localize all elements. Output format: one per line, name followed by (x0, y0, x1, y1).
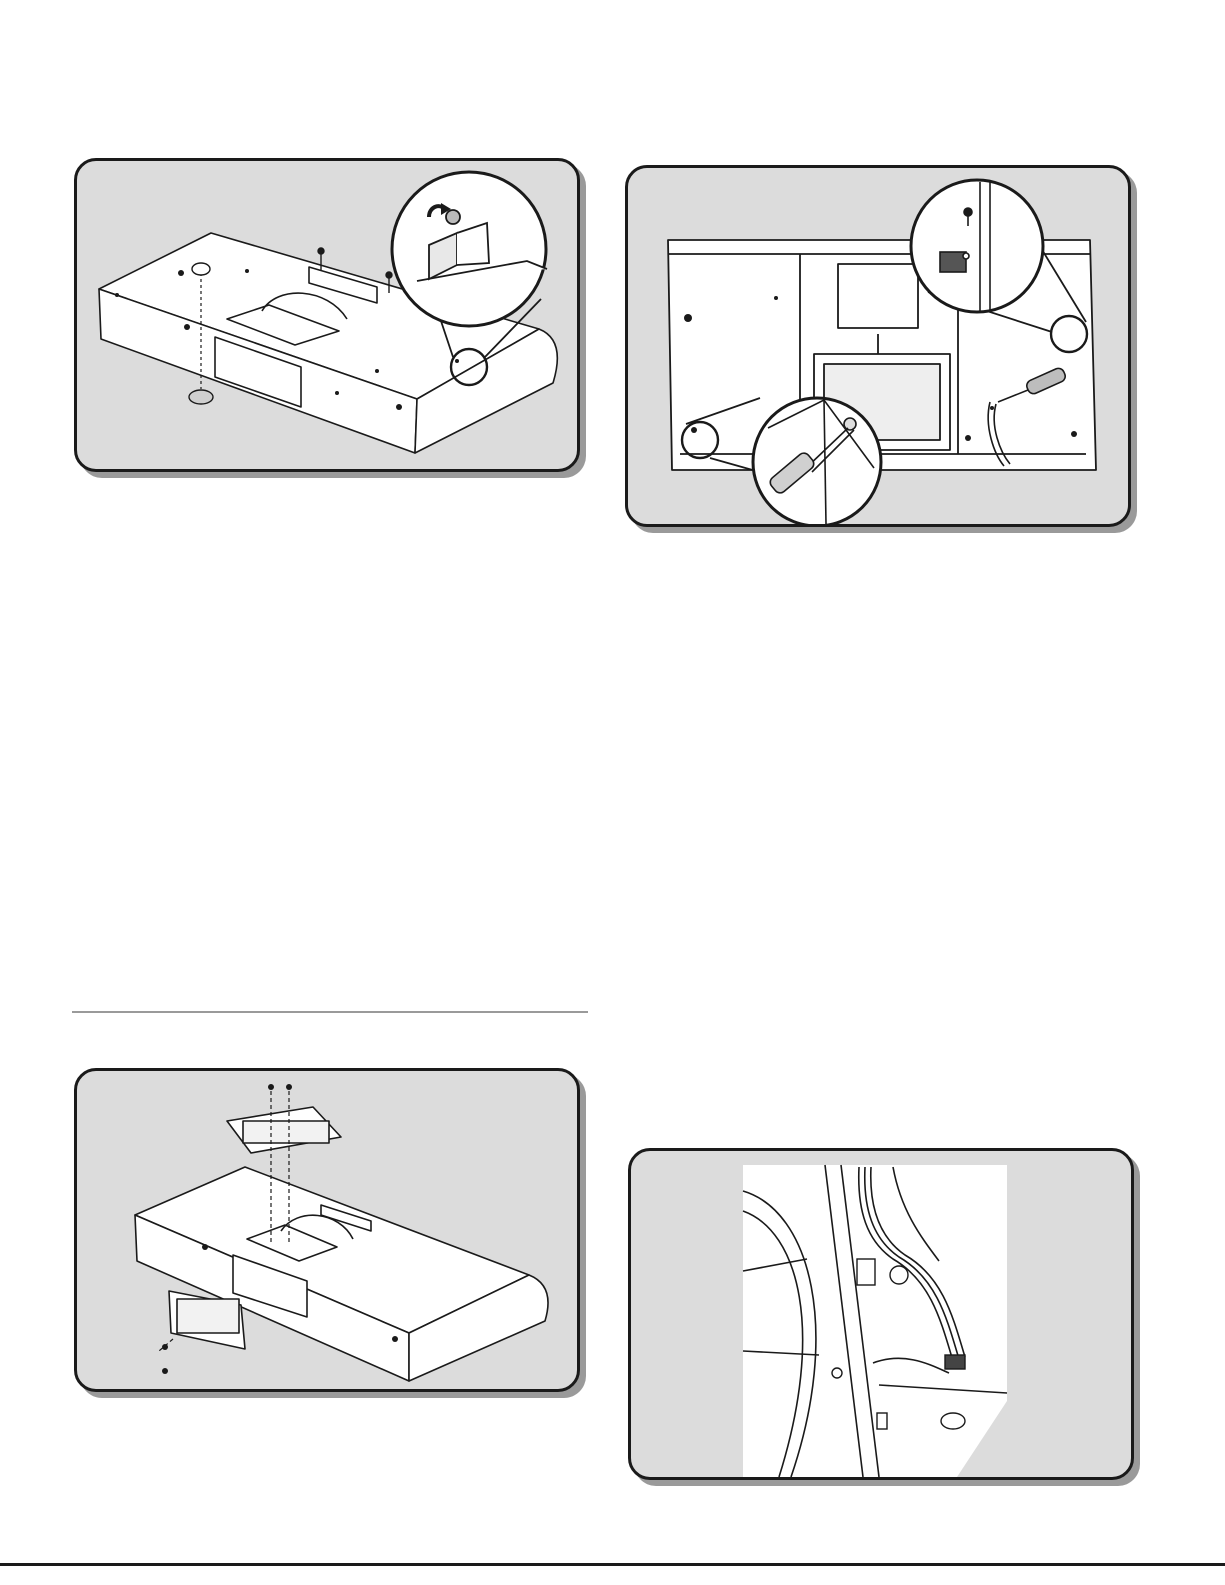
magnifier-bubble-screwdriver (753, 398, 881, 524)
wiring-ground-screw-illustration (631, 1151, 1131, 1477)
section-divider (72, 1011, 588, 1013)
figure-panel-top-right (625, 165, 1131, 527)
figure-panel-bottom-left (74, 1068, 580, 1392)
hood-top-illustration (77, 161, 577, 469)
figure-panel-top-left (74, 158, 580, 472)
figure-panel-bottom-right (628, 1148, 1134, 1480)
magnifier-bubble-keyhole-top (911, 180, 1043, 312)
page-footer-rule (0, 1563, 1225, 1566)
hood-electrical-box-illustration (77, 1071, 577, 1389)
hood-underside-illustration (628, 168, 1128, 524)
